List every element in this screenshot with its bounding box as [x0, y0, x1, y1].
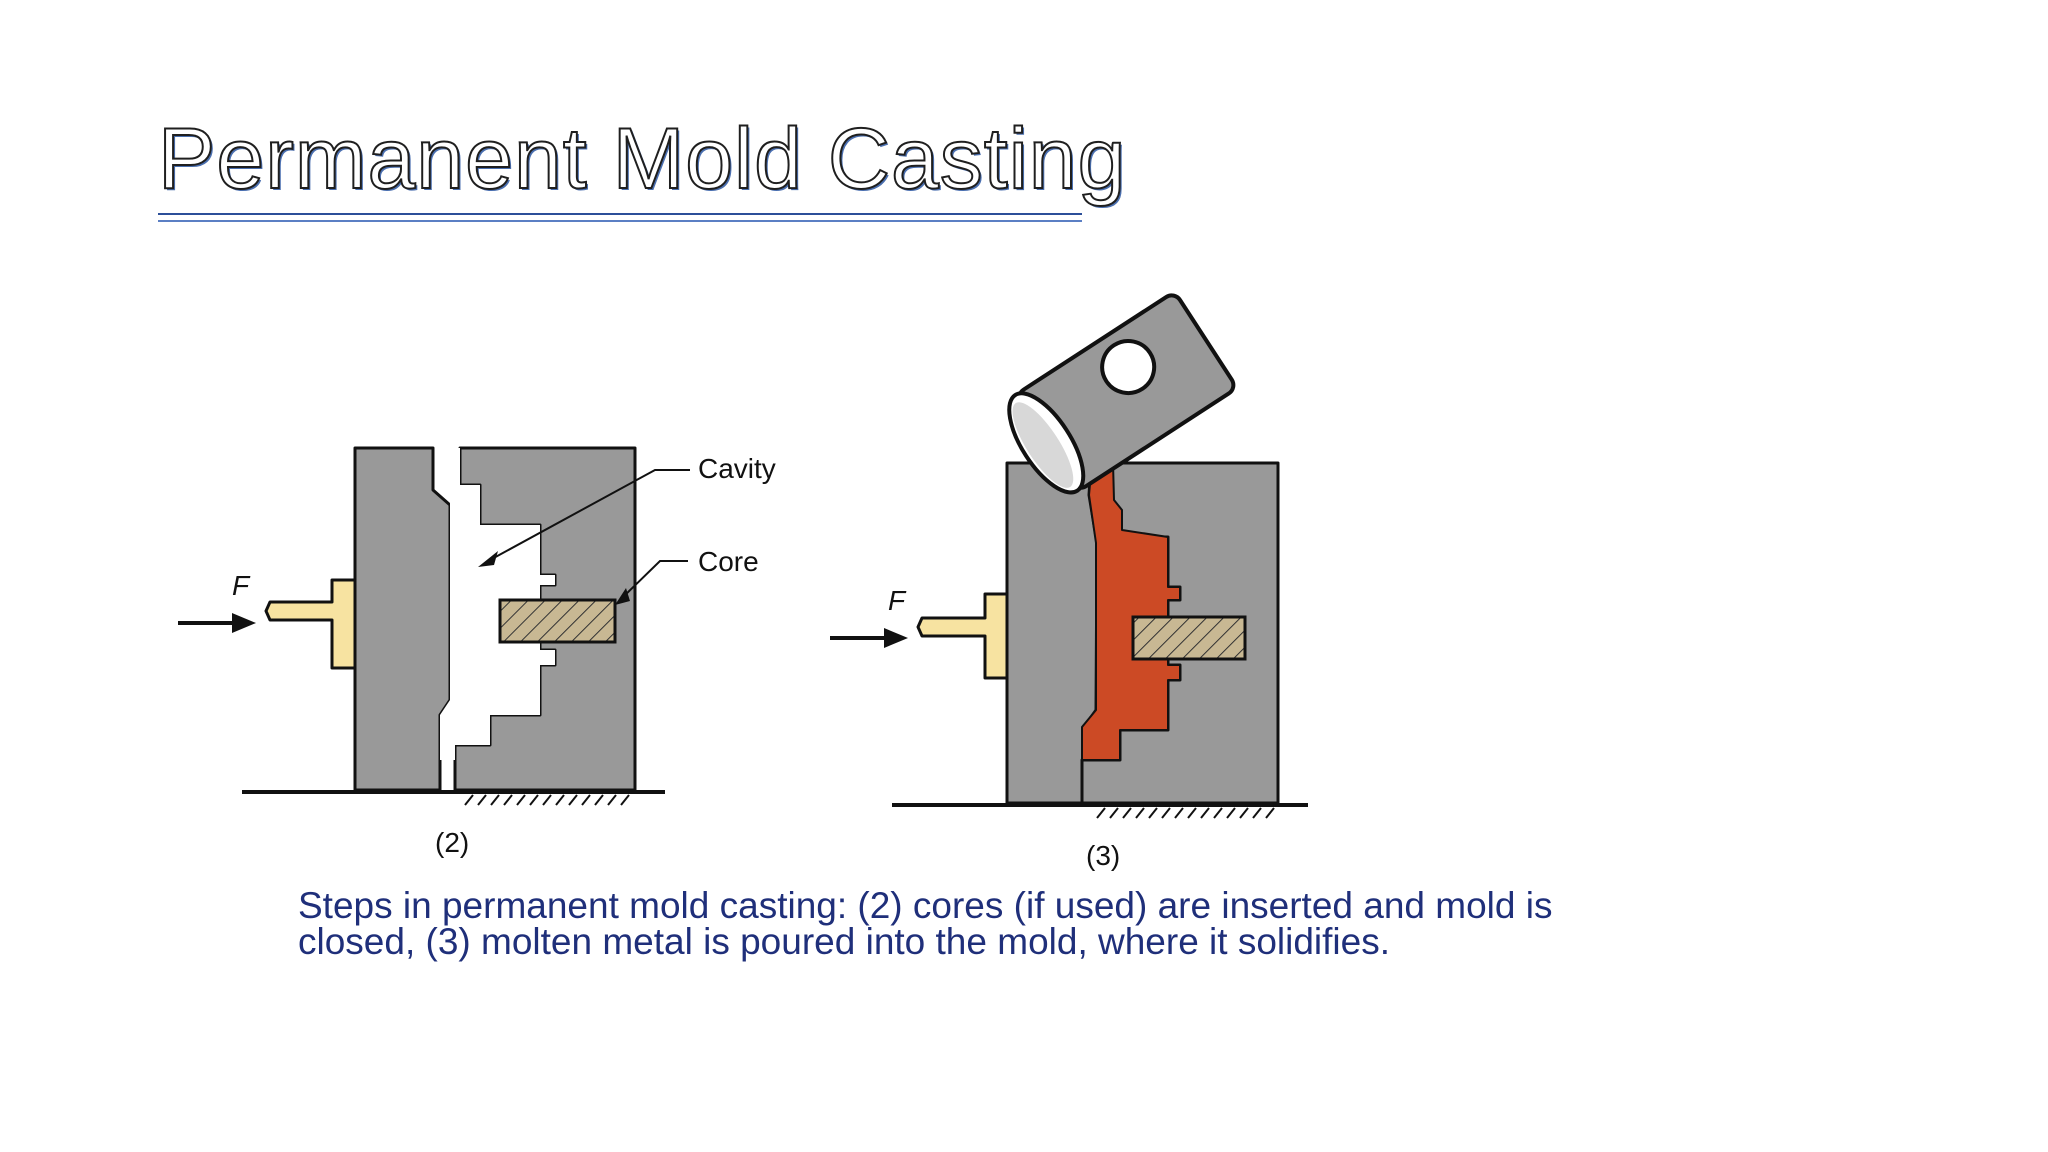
pouring-ladle [1007, 293, 1236, 495]
ground-hatching [1096, 807, 1275, 819]
step-2-label: (2) [435, 827, 469, 858]
cavity-leader-arrow [478, 551, 498, 567]
force-arrow-head [232, 613, 256, 633]
force-label: F [232, 570, 251, 601]
core-label: Core [698, 546, 759, 577]
step-3-label: (3) [1086, 840, 1120, 871]
ejector-pin [264, 578, 357, 670]
step-2-mold-closed: F Cavity Core (2) [178, 446, 776, 858]
figure-caption: Steps in permanent mold casting: (2) cor… [298, 885, 1553, 962]
ejector-pin [916, 592, 1009, 680]
left-mold-half [353, 446, 452, 792]
step-3-pouring: F (3) [830, 293, 1308, 871]
force-label: F [888, 585, 907, 616]
core-leader-arrow [615, 588, 630, 605]
mold-cavity [440, 448, 555, 760]
core [498, 598, 617, 644]
cavity-leader [489, 469, 690, 561]
molten-metal-fill [1081, 424, 1181, 761]
casting-diagram: F Cavity Core (2) [178, 293, 1308, 871]
title-underline [158, 213, 1082, 222]
slide-title: Permanent Mold Casting [157, 111, 1127, 207]
core [1131, 615, 1247, 661]
core-leader [621, 560, 688, 599]
ground-hatching [464, 794, 630, 806]
force-arrow-head [884, 628, 908, 648]
cavity-label: Cavity [698, 453, 776, 484]
